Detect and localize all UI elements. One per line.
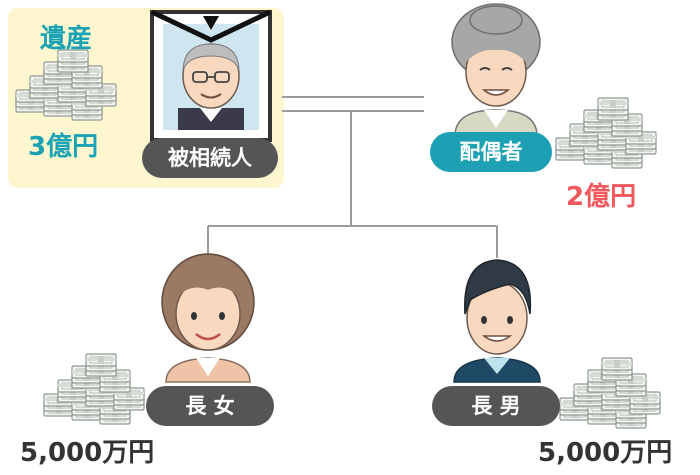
daughter-amount: 5,000万円 bbox=[20, 438, 155, 468]
son-avatar bbox=[453, 259, 541, 383]
deceased-label: 被相続人 bbox=[142, 138, 278, 178]
estate-money-icon bbox=[16, 50, 116, 120]
daughter-money-icon bbox=[44, 354, 144, 424]
daughter-label: 長 女 bbox=[146, 386, 274, 426]
deceased-portrait bbox=[150, 9, 272, 142]
estate-title: 遺産 bbox=[40, 24, 93, 54]
connector-lines bbox=[207, 96, 498, 258]
spouse-label: 配偶者 bbox=[430, 132, 552, 172]
son-money-icon bbox=[560, 358, 660, 428]
spouse-money-icon bbox=[556, 98, 656, 168]
estate-amount: 3億円 bbox=[28, 132, 99, 162]
spouse-amount: 2億円 bbox=[566, 182, 637, 212]
son-amount: 5,000万円 bbox=[538, 438, 673, 468]
son-label: 長 男 bbox=[432, 386, 560, 426]
daughter-avatar bbox=[161, 253, 255, 383]
spouse-avatar bbox=[451, 3, 541, 137]
